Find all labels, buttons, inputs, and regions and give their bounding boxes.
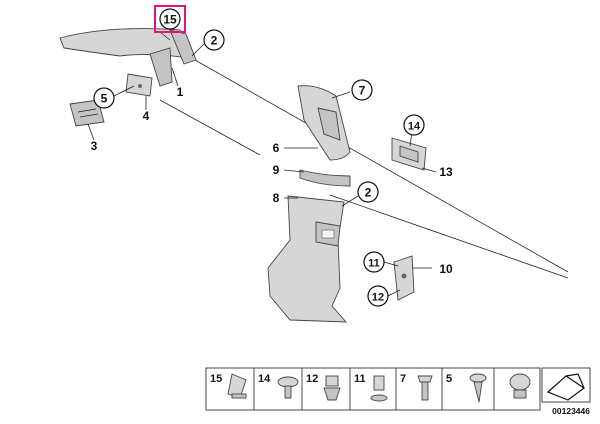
legend-label: 5 [446, 373, 452, 385]
callout-13: 13 [439, 165, 453, 179]
part-bracket [125, 73, 153, 97]
legend-label: 12 [306, 373, 318, 385]
legend-label: 7 [400, 373, 406, 385]
callout-5: 5 [93, 87, 115, 109]
callout-15: 15 [154, 5, 186, 33]
svg-text:5: 5 [101, 92, 108, 106]
guide-line [329, 194, 569, 279]
svg-text:3: 3 [91, 139, 98, 153]
callout-8: 8 [273, 191, 280, 205]
svg-text:2: 2 [211, 34, 218, 48]
svg-text:11: 11 [368, 258, 380, 270]
highlight-box [154, 5, 186, 33]
plug-icon [509, 373, 531, 399]
leader-lines [87, 31, 437, 297]
guide-line [159, 99, 261, 156]
callout-1: 1 [177, 85, 184, 99]
svg-text:14: 14 [408, 121, 421, 133]
callout-4: 4 [143, 109, 150, 123]
expanding-nut-icon [370, 375, 388, 402]
svg-text:15: 15 [163, 13, 177, 27]
spring-nut-icon [323, 375, 341, 401]
push-rivet-icon [277, 376, 299, 399]
legend-label: 11 [354, 373, 366, 385]
guide-line [194, 59, 569, 273]
part-pillar-trim-lower [267, 195, 348, 323]
callout-14: 14 [403, 114, 425, 136]
part-small-bracket [393, 255, 415, 301]
part-strip [299, 169, 351, 187]
sheet-metal-screw-icon [469, 373, 487, 403]
callout-12: 12 [367, 285, 389, 307]
svg-text:9: 9 [273, 163, 280, 177]
svg-text:13: 13 [439, 165, 453, 179]
clip-icon [227, 373, 247, 399]
callout-7: 7 [351, 79, 373, 101]
part-clip-bracket [391, 137, 427, 171]
legend-label: 15 [210, 373, 222, 385]
part-pillar-cover-upper [297, 85, 351, 161]
screw-icon [417, 375, 433, 401]
legend-label: 14 [258, 373, 271, 385]
callout-10: 10 [439, 262, 453, 276]
svg-text:10: 10 [439, 262, 453, 276]
callout-11: 11 [363, 251, 385, 273]
svg-text:7: 7 [359, 84, 366, 98]
svg-text:12: 12 [372, 292, 384, 304]
callout-2a: 2 [203, 29, 225, 51]
parts-legend: 15 14 12 11 7 5 [205, 367, 591, 411]
callout-3: 3 [91, 139, 98, 153]
svg-text:1: 1 [177, 85, 184, 99]
callout-9: 9 [273, 163, 280, 177]
part-upper-trim [59, 28, 197, 87]
callout-6: 6 [273, 141, 280, 155]
svg-text:6: 6 [273, 141, 280, 155]
diagram-id: 00123446 [552, 406, 590, 416]
svg-text:8: 8 [273, 191, 280, 205]
svg-text:4: 4 [143, 109, 150, 123]
part-vent [69, 99, 105, 127]
svg-text:2: 2 [365, 186, 372, 200]
callout-2b: 2 [357, 181, 379, 203]
